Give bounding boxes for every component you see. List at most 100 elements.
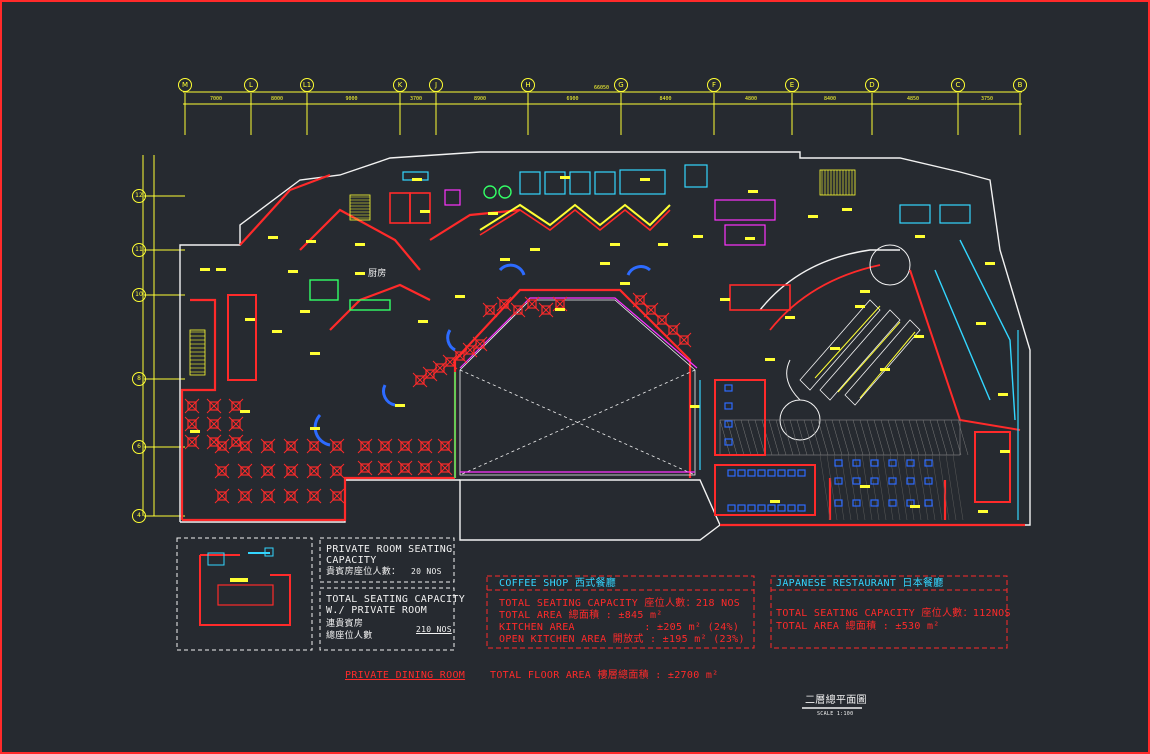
booth-arcs (313, 263, 651, 447)
table (228, 416, 244, 432)
chair (727, 469, 736, 477)
chair (767, 504, 776, 512)
chair (757, 504, 766, 512)
table (260, 488, 276, 504)
restroom-blocks (389, 192, 791, 311)
chair (834, 459, 843, 467)
japanese-restaurant-seating: TOTAL SEATING CAPACITY 座位人數：112NOS (776, 608, 1011, 619)
table (206, 398, 222, 414)
room-tag (488, 212, 498, 215)
dimension-text: 9000 (345, 96, 358, 102)
room-tag (395, 404, 405, 407)
chair (787, 469, 796, 477)
table (184, 416, 200, 432)
chair (727, 504, 736, 512)
table (643, 302, 659, 318)
grid-column-bubble: H (521, 78, 535, 92)
dimension-text: 7000 (210, 96, 223, 102)
room-tag (748, 190, 758, 193)
room-tag (985, 262, 995, 265)
table (524, 296, 540, 312)
chair (787, 504, 796, 512)
table (329, 438, 345, 454)
private-room-capacity-title: PRIVATE ROOM SEATING (326, 544, 453, 555)
total-capacity-title: TOTAL SEATING CAPACITY (326, 594, 466, 605)
dimension-text: 4800 (745, 96, 758, 102)
room-tags (190, 176, 1010, 513)
chair (747, 469, 756, 477)
coffee-shop-seating: TOTAL SEATING CAPACITY 座位人數：218 NOS (499, 598, 741, 609)
chair (757, 469, 766, 477)
private-dining-mini-plan (199, 547, 291, 626)
table (437, 460, 453, 476)
room-tag (418, 320, 428, 323)
private-dining-room-label: PRIVATE DINING ROOM (345, 670, 466, 681)
room-tag (560, 176, 570, 179)
room-tag (420, 210, 430, 213)
chair (834, 499, 843, 507)
room-tag (640, 178, 650, 181)
chair (797, 469, 806, 477)
grid-column-bubble: C (951, 78, 965, 92)
table (538, 302, 554, 318)
chair (852, 499, 861, 507)
room-tag (610, 243, 620, 246)
grid-row-bubble: 11 (132, 243, 146, 257)
table (462, 342, 478, 358)
room-tag (272, 330, 282, 333)
room-tag (658, 243, 668, 246)
room-tag (530, 248, 540, 251)
room-tag (785, 316, 795, 319)
chair (870, 477, 879, 485)
dimension-text: 8000 (271, 96, 284, 102)
stairs (189, 169, 856, 376)
room-tag (355, 243, 365, 246)
room-tag (880, 368, 890, 371)
chair (747, 504, 756, 512)
room-tag (190, 430, 200, 433)
table (329, 463, 345, 479)
grid-column-bubble: D (865, 78, 879, 92)
grid-column-bubble: M (178, 78, 192, 92)
table (228, 398, 244, 414)
japanese-restaurant-title: JAPANESE RESTAURANT 日本餐廳 (776, 578, 944, 589)
total-capacity-label-2: 總座位人數 (326, 631, 373, 641)
grid-column-bubble: J (429, 78, 443, 92)
open-kitchen-counter (479, 203, 671, 231)
room-tag (690, 405, 700, 408)
table (417, 460, 433, 476)
room-tag (240, 410, 250, 413)
room-tag (842, 208, 852, 211)
kitchen-equipment (402, 164, 971, 224)
table (676, 332, 692, 348)
room-tag (745, 237, 755, 240)
chair (924, 459, 933, 467)
table (184, 398, 200, 414)
coffee-shop-open-kitchen: OPEN KITCHEN AREA 開放式 : ±195 m² (23%) (499, 634, 745, 645)
table (422, 366, 438, 382)
table (283, 463, 299, 479)
dimension-text: 3750 (981, 96, 994, 102)
table (510, 302, 526, 318)
grid-column-bubble: F (707, 78, 721, 92)
chair (870, 459, 879, 467)
dimension-text: 6900 (566, 96, 579, 102)
table (665, 322, 681, 338)
chair (852, 477, 861, 485)
table (357, 460, 373, 476)
total-floor-area: TOTAL FLOOR AREA 樓層總面積 : ±2700 m² (490, 670, 719, 681)
legend-frames (176, 537, 1008, 651)
room-tag (860, 485, 870, 488)
chair (834, 477, 843, 485)
room-tag (268, 236, 278, 239)
room-tag (555, 308, 565, 311)
room-tag (620, 282, 630, 285)
table (184, 434, 200, 450)
floor-hatch (719, 419, 969, 521)
table (260, 438, 276, 454)
dimension-text: 8400 (824, 96, 837, 102)
drawing-title: 二層總平面圖 (805, 695, 867, 706)
building-outline (179, 151, 1031, 541)
chair (906, 477, 915, 485)
